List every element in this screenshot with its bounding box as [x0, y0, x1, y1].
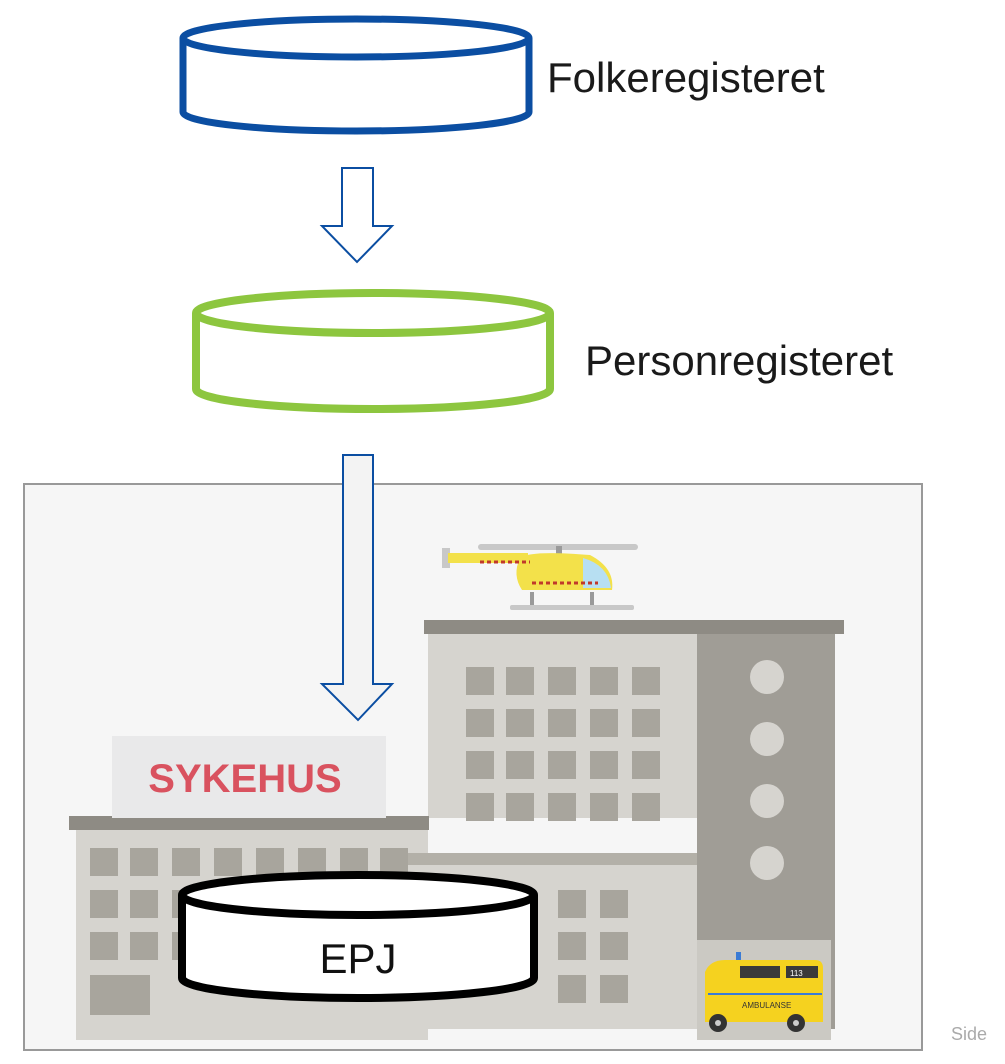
epj-label: EPJ — [319, 935, 396, 982]
page-label: Side — [951, 1024, 987, 1044]
ambulance-number: 113 — [790, 969, 803, 978]
folkeregisteret-cylinder — [179, 15, 533, 135]
personregisteret-label: Personregisteret — [585, 337, 893, 384]
hospital-sign-board — [112, 736, 386, 818]
ambulance-icon: 113 AMBULANSE — [705, 952, 823, 1032]
epj-cylinder — [178, 871, 538, 1002]
ambulance-label: AMBULANSE — [742, 1001, 791, 1010]
helicopter-icon — [442, 544, 638, 610]
arrow-down-icon — [319, 167, 395, 264]
personregisteret-cylinder — [192, 289, 554, 413]
folkeregisteret-label: Folkeregisteret — [547, 54, 825, 101]
hospital-sign: SYKEHUS — [148, 757, 341, 801]
tower-windows — [466, 667, 660, 821]
tower-round-windows — [750, 660, 784, 880]
arrow-long-down-icon — [319, 454, 395, 722]
